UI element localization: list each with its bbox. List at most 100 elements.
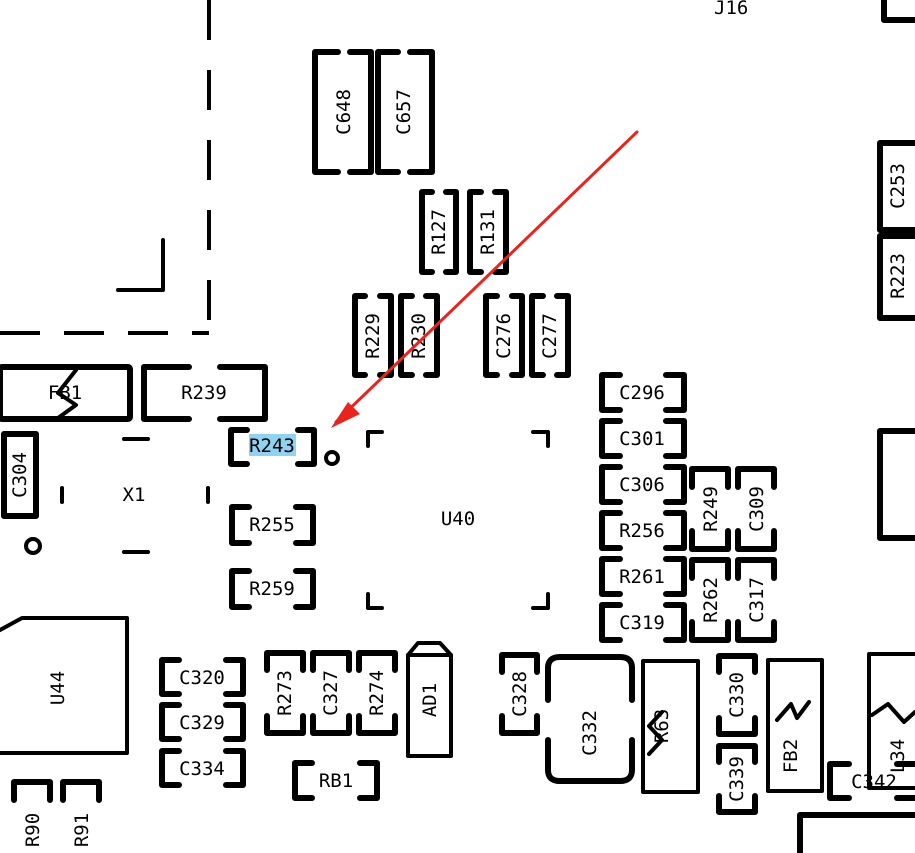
- label-U40: U40: [441, 508, 475, 530]
- component-C276[interactable]: C276: [483, 293, 525, 378]
- label-R274: R274: [366, 670, 388, 716]
- component-FB1[interactable]: FB1: [0, 364, 133, 422]
- component-C327[interactable]: C327: [310, 650, 352, 736]
- label-C320: C320: [179, 667, 225, 689]
- label-R223: R223: [887, 253, 909, 299]
- label-C330: C330: [726, 672, 748, 718]
- label-C277: C277: [539, 313, 561, 359]
- label-R127: R127: [428, 209, 450, 255]
- component-R230[interactable]: R230: [398, 293, 440, 378]
- component-C648[interactable]: C648: [312, 49, 374, 175]
- component-C328[interactable]: C328: [499, 652, 540, 736]
- component-C339[interactable]: C339: [716, 743, 758, 815]
- label-C657: C657: [393, 89, 415, 135]
- label-C342: C342: [851, 771, 897, 793]
- component-C296[interactable]: C296: [599, 372, 687, 413]
- label-R90: R90: [22, 813, 44, 847]
- label-R239: R239: [181, 382, 227, 404]
- label-C296: C296: [619, 382, 665, 404]
- label-R255: R255: [249, 514, 295, 536]
- label-L34: L34: [887, 739, 909, 773]
- component-R256[interactable]: R256: [599, 510, 687, 551]
- component-R273[interactable]: R273: [264, 650, 306, 736]
- component-C334[interactable]: C334: [159, 748, 246, 788]
- label-R63: R63: [651, 709, 673, 743]
- bottom-right-part-outline: [797, 812, 915, 853]
- label-FB1: FB1: [48, 382, 82, 404]
- component-L34[interactable]: L34: [867, 652, 915, 790]
- component-AD1[interactable]: AD1: [406, 641, 453, 758]
- component-C253[interactable]: C253: [877, 140, 915, 233]
- component-J16[interactable]: J16: [714, 0, 915, 23]
- label-R256: R256: [619, 520, 665, 542]
- component-C277[interactable]: C277: [529, 293, 571, 378]
- component-C304[interactable]: C304: [1, 431, 39, 519]
- label-R249: R249: [700, 486, 722, 532]
- component-R259[interactable]: R259: [229, 568, 316, 610]
- label-AD1: AD1: [419, 683, 441, 717]
- label-RB1: RB1: [319, 770, 353, 792]
- component-R223[interactable]: R223: [877, 233, 915, 321]
- label-C332: C332: [579, 710, 601, 756]
- component-R131[interactable]: R131: [467, 189, 509, 275]
- label-R262: R262: [700, 577, 722, 623]
- label-C253: C253: [887, 163, 909, 209]
- component-R239[interactable]: R239: [141, 364, 268, 422]
- label-C301: C301: [619, 428, 665, 450]
- component-C301[interactable]: C301: [599, 418, 687, 459]
- label-R229: R229: [362, 313, 384, 359]
- component-C332[interactable]: C332: [545, 654, 635, 784]
- label-C648: C648: [333, 89, 355, 135]
- component-C329[interactable]: C329: [159, 702, 246, 742]
- label-U44: U44: [47, 671, 69, 705]
- label-FB2: FB2: [780, 739, 802, 773]
- label-R259: R259: [249, 578, 295, 600]
- component-U44[interactable]: U44: [0, 616, 129, 755]
- label-C339: C339: [726, 756, 748, 802]
- label-C304: C304: [9, 452, 31, 498]
- component-C657[interactable]: C657: [375, 49, 435, 175]
- component-X1[interactable]: X1: [60, 437, 210, 554]
- component-RB1[interactable]: RB1: [292, 760, 380, 801]
- dashed-keepout-outline: [0, 0, 211, 335]
- component-R274[interactable]: R274: [356, 650, 398, 736]
- annotation-arrow: [331, 130, 639, 428]
- highlight-r243: [249, 434, 296, 456]
- component-R249[interactable]: R249: [689, 466, 731, 552]
- label-J16: J16: [714, 0, 748, 19]
- component-C320[interactable]: C320: [159, 657, 246, 697]
- label-C327: C327: [320, 670, 342, 716]
- label-X1: X1: [123, 484, 146, 506]
- component-R262[interactable]: R262: [689, 557, 731, 643]
- label-R131: R131: [477, 209, 499, 255]
- component-R63[interactable]: R63: [641, 659, 700, 794]
- component-C309[interactable]: C309: [735, 466, 777, 552]
- component-R91[interactable]: R91: [60, 779, 102, 847]
- label-R91: R91: [71, 813, 93, 847]
- label-C309: C309: [746, 486, 768, 532]
- component-R90[interactable]: R90: [11, 779, 53, 847]
- component-R243[interactable]: R243: [228, 427, 317, 467]
- component-FB2[interactable]: FB2: [766, 658, 824, 793]
- label-R273: R273: [274, 670, 296, 716]
- label-C276: C276: [493, 313, 515, 359]
- label-R261: R261: [619, 566, 665, 588]
- component-U40[interactable]: U40: [366, 430, 550, 610]
- component-C319[interactable]: C319: [599, 602, 687, 643]
- component-C330[interactable]: C330: [716, 653, 758, 737]
- component-C342[interactable]: C342: [827, 761, 915, 801]
- label-C334: C334: [179, 758, 225, 780]
- component-C317[interactable]: C317: [735, 557, 777, 643]
- component-R127[interactable]: R127: [419, 189, 459, 275]
- arrow-head: [331, 402, 360, 428]
- label-C306: C306: [619, 474, 665, 496]
- right-edge-part-outline: [877, 428, 915, 541]
- label-R243: R243: [249, 435, 295, 457]
- component-C306[interactable]: C306: [599, 464, 687, 505]
- component-R229[interactable]: R229: [352, 293, 394, 378]
- component-R261[interactable]: R261: [599, 556, 687, 597]
- label-C328: C328: [509, 671, 531, 717]
- component-R255[interactable]: R255: [229, 504, 316, 546]
- label-C329: C329: [179, 712, 225, 734]
